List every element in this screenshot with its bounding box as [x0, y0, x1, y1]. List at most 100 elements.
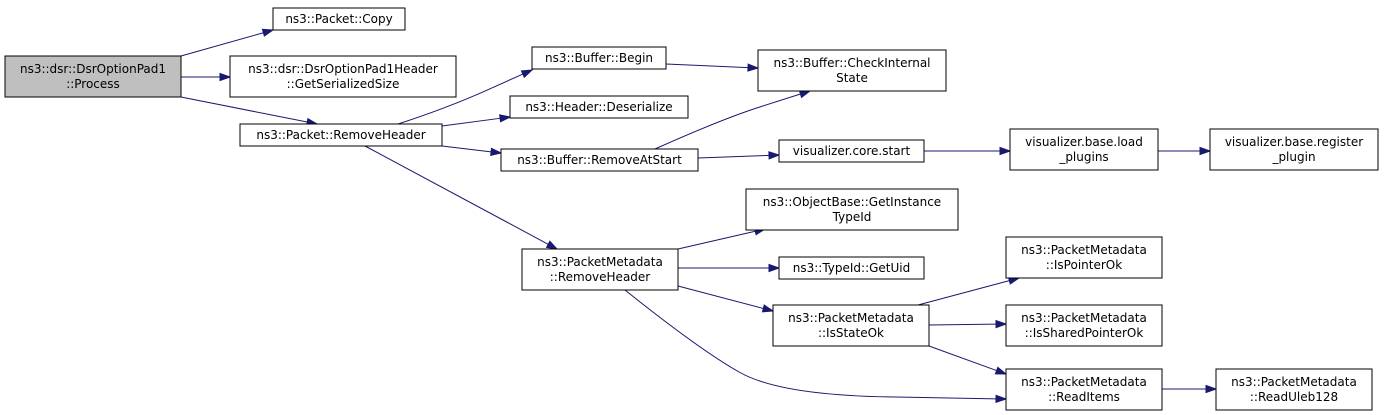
node-label-line: ns3::PacketMetadata	[1021, 311, 1147, 325]
node-label-line: ::GetSerializedSize	[287, 77, 400, 91]
node-pm-issharedpointerok[interactable]: ns3::PacketMetadata::IsSharedPointerOk	[1005, 304, 1163, 347]
node-box	[757, 49, 947, 92]
node-pm-readuleb128[interactable]: ns3::PacketMetadata::ReadUleb128	[1215, 368, 1373, 411]
node-label-line: ns3::Packet::Copy	[285, 12, 392, 26]
node-header-deserialize[interactable]: ns3::Header::Deserialize	[509, 95, 689, 119]
edge-pm_removeheader-to-pm_isstateok	[677, 285, 775, 313]
node-box	[509, 95, 689, 119]
node-label-line: State	[836, 71, 868, 85]
node-label-line: ns3::dsr::DsrOptionPad1	[20, 62, 166, 76]
arrowhead-icon	[747, 63, 760, 72]
node-label-line: ns3::Header::Deserialize	[525, 100, 672, 114]
edge-line	[665, 63, 749, 69]
arrowhead-icon	[761, 304, 775, 313]
edge-pm_removeheader-to-objbase_getinstancetypeid	[677, 227, 767, 250]
edge-pm_readitems-to-pm_readuleb128	[1162, 384, 1218, 394]
node-label-line: _plugin	[1271, 150, 1315, 164]
node-label-line: ns3::PacketMetadata	[537, 255, 663, 269]
edge-line	[677, 285, 764, 309]
node-box	[778, 256, 925, 280]
node-vis-load-plugins[interactable]: visualizer.base.load_plugins	[1009, 128, 1159, 171]
edge-line	[928, 323, 997, 326]
node-process[interactable]: ns3::dsr::DsrOptionPad1::Process	[4, 55, 182, 98]
node-label-line: _plugins	[1058, 150, 1108, 164]
arrowhead-icon	[520, 69, 534, 79]
node-box	[745, 188, 959, 231]
arrowhead-icon	[994, 366, 1008, 375]
edge-packet_removeheader-to-buffer_begin	[397, 69, 534, 125]
arrowhead-icon	[499, 114, 512, 123]
node-label-line: ::RemoveHeader	[550, 270, 651, 284]
node-label-line: ::IsPointerOk	[1046, 258, 1122, 272]
node-label-line: ns3::PacketMetadata	[1021, 375, 1147, 389]
edge-line	[441, 117, 501, 127]
node-pm-isstateok[interactable]: ns3::PacketMetadata::IsStateOk	[772, 304, 930, 347]
node-box	[772, 304, 930, 347]
edge-process-to-packet_removeheader	[180, 96, 319, 127]
node-label-line: ns3::TypeId::GetUid	[793, 261, 911, 275]
node-label-line: ::ReadItems	[1048, 390, 1120, 404]
edge-pm_isstateok-to-pm_readitems	[928, 345, 1008, 375]
node-typeid-getuid[interactable]: ns3::TypeId::GetUid	[778, 256, 925, 280]
edge-line	[697, 154, 770, 159]
arrowhead-icon	[490, 147, 503, 156]
node-packet-copy[interactable]: ns3::Packet::Copy	[272, 7, 406, 31]
edge-line	[180, 96, 308, 123]
node-pm-removeheader[interactable]: ns3::PacketMetadata::RemoveHeader	[521, 248, 679, 291]
arrowhead-icon	[768, 263, 781, 273]
node-pad1hdr-size[interactable]: ns3::dsr::DsrOptionPad1Header::GetSerial…	[229, 55, 457, 98]
node-buffer-removeatstart[interactable]: ns3::Buffer::RemoveAtStart	[500, 148, 699, 172]
arrowhead-icon	[261, 28, 275, 37]
edge-line	[928, 345, 997, 372]
node-box	[4, 55, 182, 98]
node-box	[1209, 128, 1379, 171]
arrowhead-icon	[999, 146, 1012, 156]
edge-process-to-pad1hdr_size	[181, 72, 232, 82]
arrowhead-icon	[1205, 384, 1218, 394]
node-label-line: ns3::PacketMetadata	[788, 311, 914, 325]
node-box	[1005, 304, 1163, 347]
node-label-line: ns3::PacketMetadata	[1231, 375, 1357, 389]
node-label-line: visualizer.core.start	[793, 144, 911, 158]
node-box	[778, 139, 925, 163]
edge-line	[441, 145, 492, 153]
arrowhead-icon	[545, 240, 559, 250]
edge-packet_removeheader-to-buffer_removeatstart	[441, 145, 503, 156]
node-label-line: ns3::Buffer::Begin	[545, 51, 653, 65]
node-box	[531, 46, 667, 70]
node-label-line: ns3::dsr::DsrOptionPad1Header	[248, 62, 438, 76]
node-label-line: ns3::ObjectBase::GetInstance	[763, 195, 941, 209]
edge-vis_core_start-to-vis_load_plugins	[924, 146, 1012, 156]
edge-packet_removeheader-to-pm_removeheader	[364, 145, 559, 250]
arrowhead-icon	[1199, 146, 1212, 156]
arrowhead-icon	[768, 151, 781, 160]
node-label-line: visualizer.base.load	[1025, 135, 1143, 149]
edge-line	[677, 230, 756, 250]
node-vis-core-start[interactable]: visualizer.core.start	[778, 139, 925, 163]
edge-vis_load_plugins-to-vis_register_plugin	[1158, 146, 1212, 156]
node-label-line: ns3::Buffer::RemoveAtStart	[517, 153, 682, 167]
node-label-line: visualizer.base.register	[1225, 135, 1363, 149]
edge-pm_removeheader-to-typeid_getuid	[678, 263, 781, 273]
edge-process-to-packet_copy	[180, 28, 275, 57]
node-box	[229, 55, 457, 98]
edge-line	[364, 145, 549, 245]
node-vis-register-plugin[interactable]: visualizer.base.register_plugin	[1209, 128, 1379, 171]
node-packet-removeheader[interactable]: ns3::Packet::RemoveHeader	[239, 123, 443, 147]
node-label-line: ns3::PacketMetadata	[1021, 243, 1147, 257]
node-pm-ispointerok[interactable]: ns3::PacketMetadata::IsPointerOk	[1005, 236, 1163, 279]
node-box	[272, 7, 406, 31]
edge-line	[624, 289, 997, 400]
arrowhead-icon	[798, 90, 812, 99]
node-buffer-begin[interactable]: ns3::Buffer::Begin	[531, 46, 667, 70]
arrowhead-icon	[219, 72, 232, 82]
node-pm-readitems[interactable]: ns3::PacketMetadata::ReadItems	[1005, 368, 1163, 411]
edge-pm_removeheader-to-pm_readitems	[624, 289, 1008, 404]
node-box	[1005, 236, 1163, 279]
node-box	[1215, 368, 1373, 411]
node-label-line: ::IsSharedPointerOk	[1025, 326, 1144, 340]
arrowhead-icon	[995, 319, 1008, 329]
